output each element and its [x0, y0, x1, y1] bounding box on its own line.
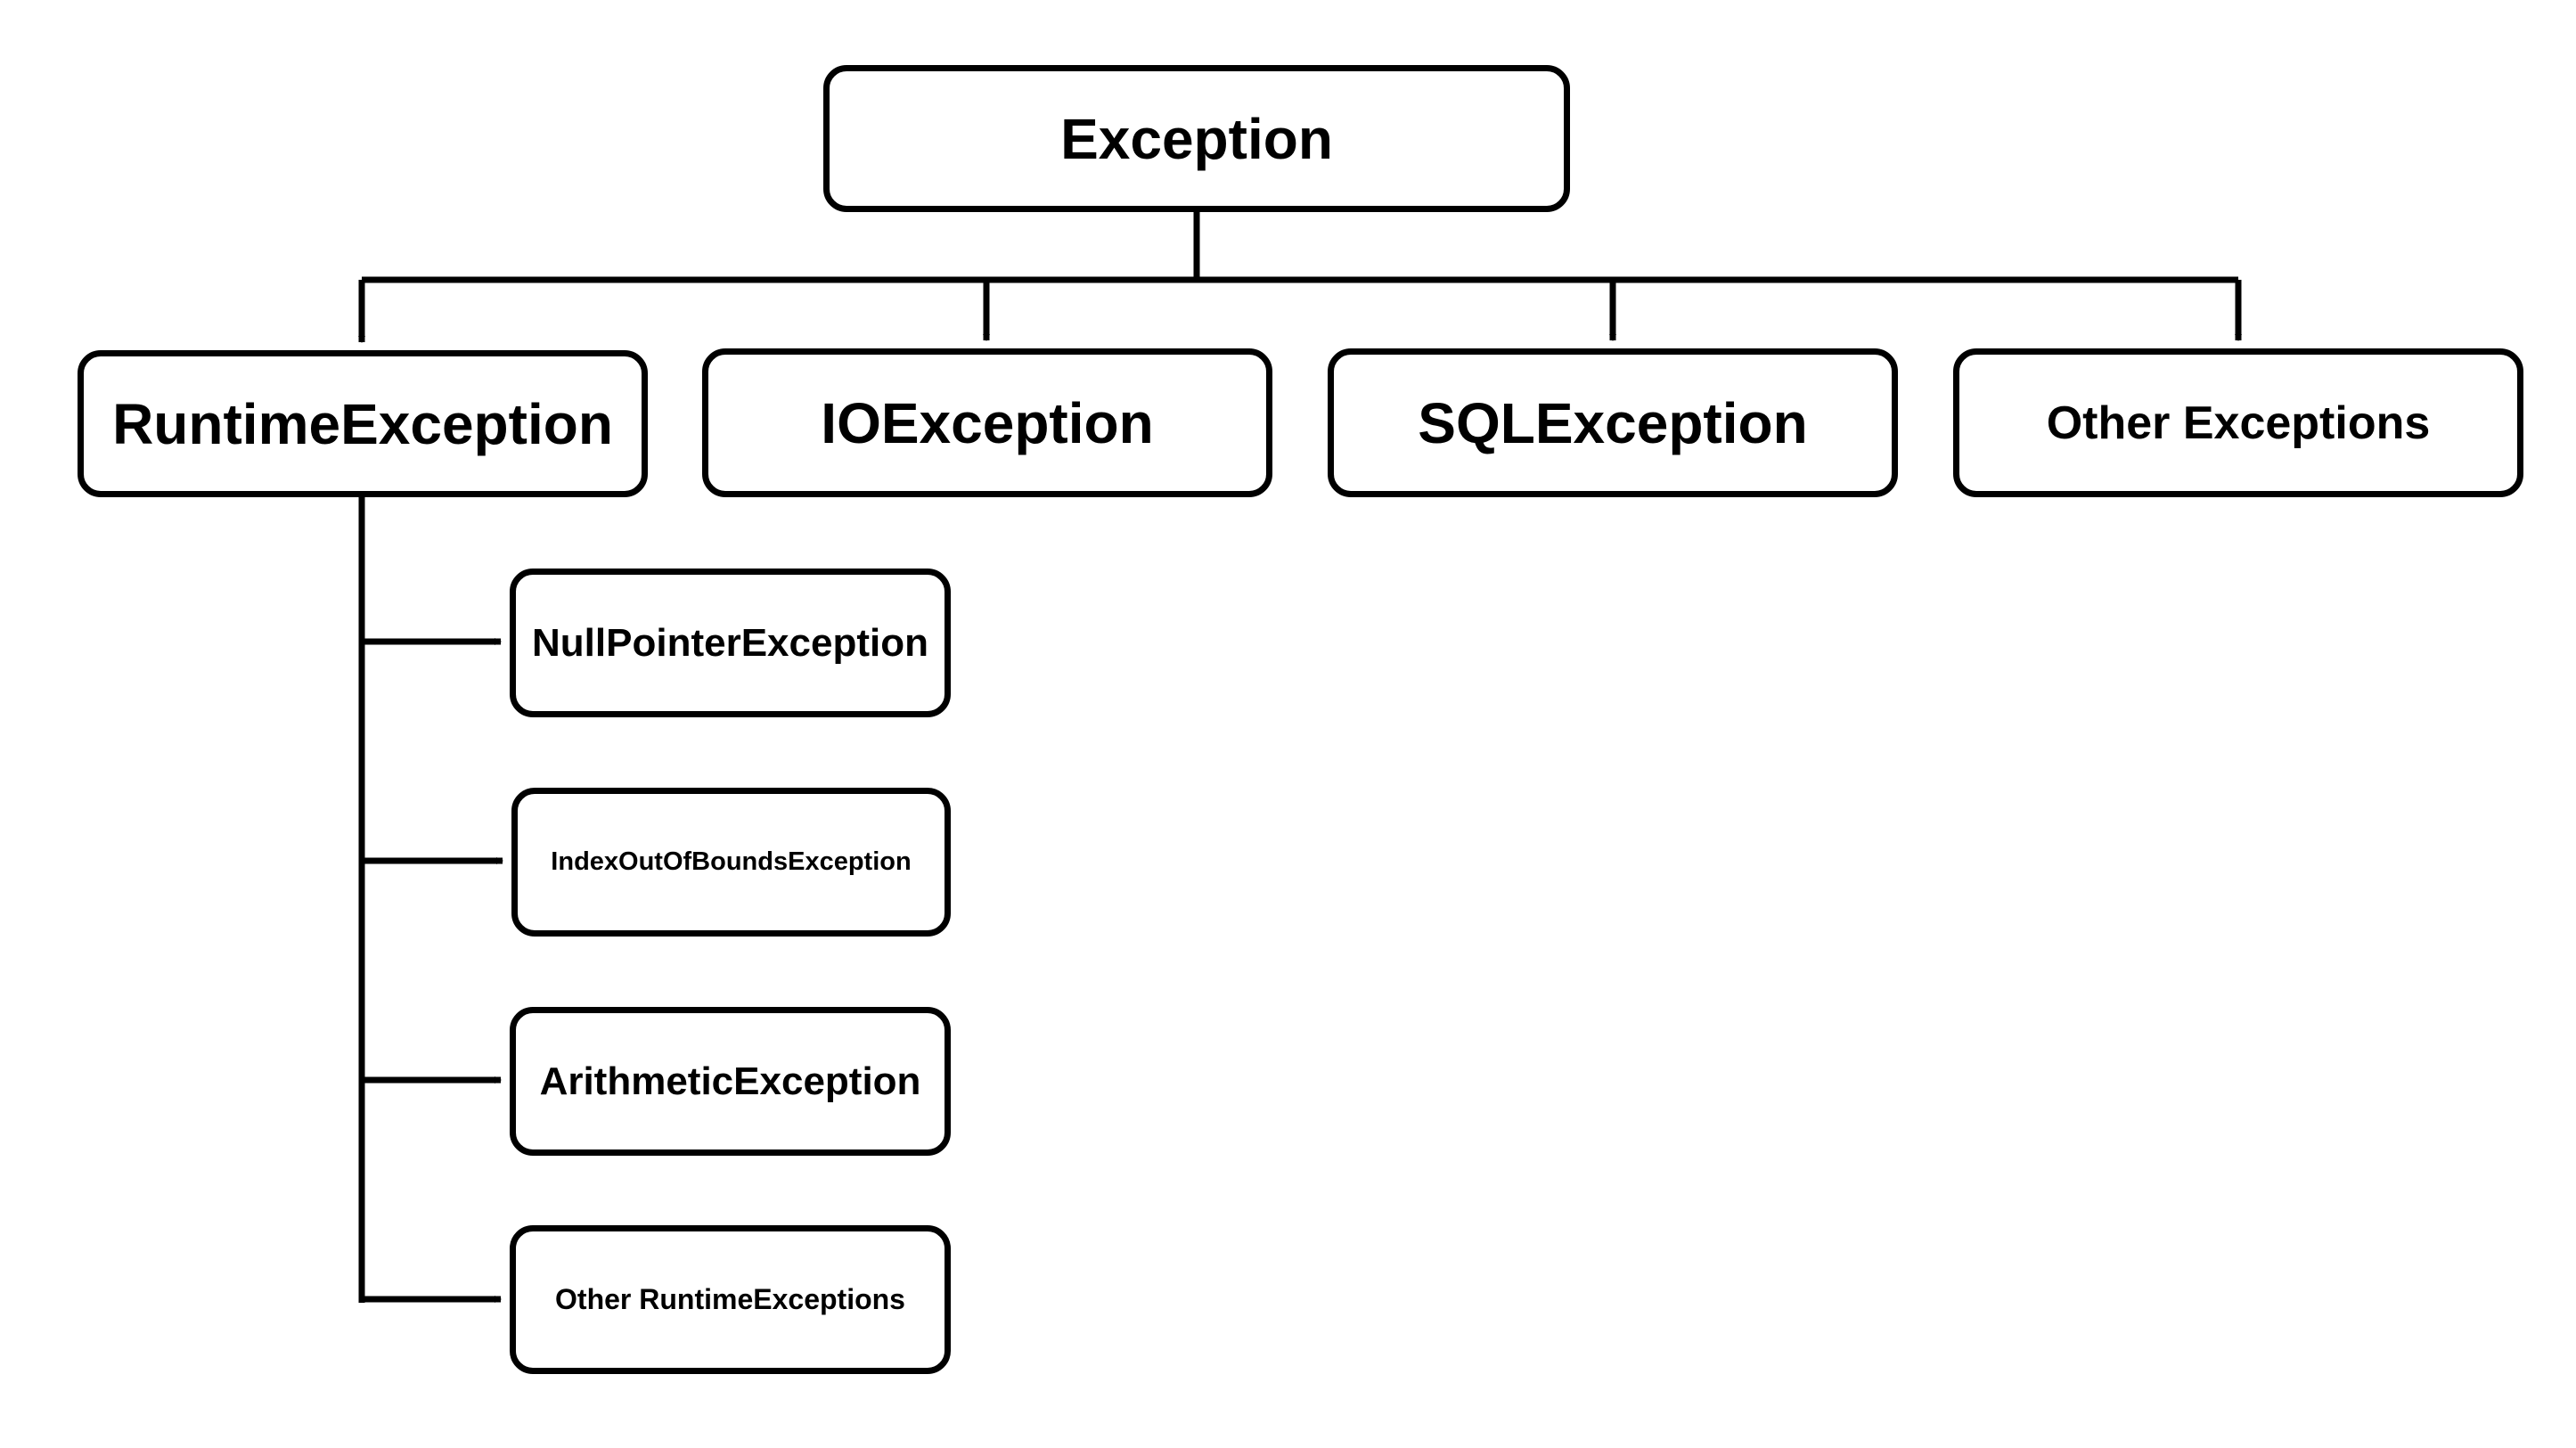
other-runtimeexceptions-label: Other RuntimeExceptions [555, 1283, 905, 1315]
nullpointerexception-label: NullPointerException [532, 620, 928, 665]
indexoutofboundsexception-label: IndexOutOfBoundsException [551, 847, 912, 876]
indexoutofboundsexception-node: IndexOutOfBoundsException [511, 788, 951, 937]
runtimeexception-label: RuntimeException [112, 391, 613, 456]
exception-node: Exception [823, 65, 1570, 212]
sqlexception-node: SQLException [1328, 348, 1898, 497]
ioexception-label: IOException [821, 390, 1154, 455]
other-exceptions-label: Other Exceptions [2046, 397, 2431, 449]
arithmeticexception-node: ArithmeticException [510, 1007, 951, 1156]
nullpointerexception-node: NullPointerException [510, 569, 951, 717]
exception-label: Exception [1060, 106, 1333, 171]
runtimeexception-node: RuntimeException [78, 350, 648, 497]
other-runtimeexceptions-node: Other RuntimeExceptions [510, 1225, 951, 1374]
sqlexception-label: SQLException [1418, 390, 1808, 455]
other-exceptions-node: Other Exceptions [1953, 348, 2523, 497]
arithmeticexception-label: ArithmeticException [539, 1059, 921, 1103]
ioexception-node: IOException [702, 348, 1272, 497]
